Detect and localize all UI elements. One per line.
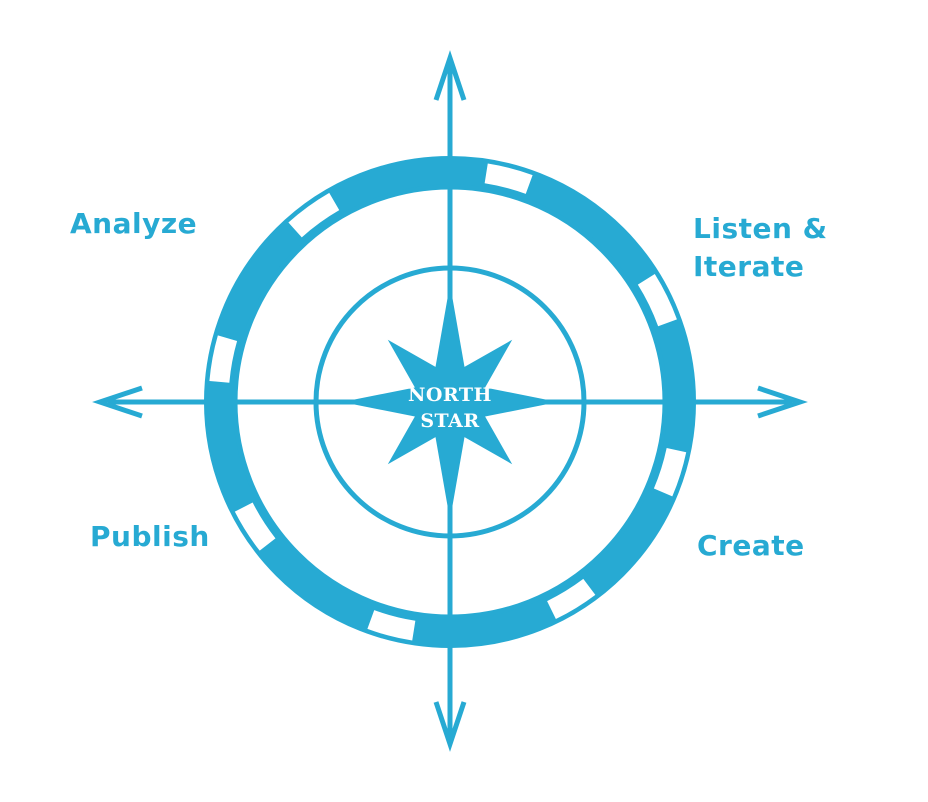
ring-gap-5: [367, 610, 416, 641]
star-label-north: NORTH: [408, 384, 492, 406]
label-publish-text: Publish: [90, 520, 210, 553]
arrow-up-icon: [433, 50, 467, 101]
arrow-down-icon: [433, 701, 467, 752]
ring-gap-4: [546, 578, 596, 620]
ring-gap-1: [484, 163, 533, 194]
arrow-left-icon: [92, 385, 143, 419]
ring-gap-2: [637, 274, 677, 327]
inner-circle: [313, 265, 587, 539]
star-label-star: STAR: [420, 410, 479, 432]
label-analyze: Analyze: [70, 205, 197, 243]
ring-gap-8: [288, 192, 340, 238]
label-create: Create: [697, 527, 805, 565]
label-iterate-text: Iterate: [693, 250, 805, 283]
label-analyze-text: Analyze: [70, 207, 198, 240]
label-listen-text: Listen &: [693, 212, 828, 245]
ring-gap-7: [209, 335, 238, 383]
label-publish: Publish: [90, 518, 210, 556]
eight-point-star-icon: [342, 284, 558, 520]
arrow-right-icon: [757, 385, 808, 419]
label-create-text: Create: [697, 529, 805, 562]
label-listen-iterate: Listen & Iterate: [693, 210, 828, 286]
ring-gap-6: [234, 502, 276, 551]
ring-gap-3: [653, 447, 687, 497]
